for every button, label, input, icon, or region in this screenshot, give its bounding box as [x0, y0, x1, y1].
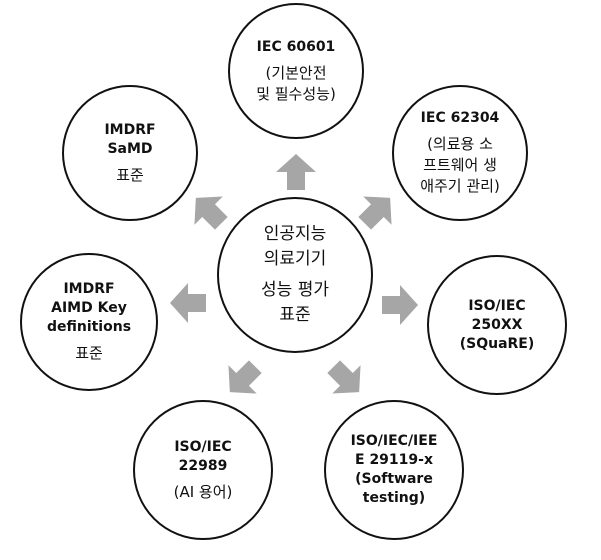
node-iso-250xx: ISO/IEC 250XX (SQuaRE)	[427, 255, 567, 395]
node-iec-60601-title: IEC 60601	[256, 38, 336, 55]
center-line-2: 의료기기	[263, 249, 327, 269]
arrow-to-iso-250xx	[382, 285, 418, 325]
node-imdrf-samd-desc: 표준	[116, 165, 144, 184]
arrow-to-iec-60601	[276, 154, 316, 190]
arrow-to-imdrf-aimd	[170, 283, 206, 323]
node-iec-60601-desc-2: 및 필수성능)	[256, 84, 336, 103]
node-iec-62304-desc-3: 애주기 관리)	[420, 177, 500, 195]
node-iso-29119: ISO/IEC/IEE E 29119-x (Software testing)	[324, 400, 464, 540]
node-iso-29119-title-3: (Software	[355, 471, 433, 487]
arrow-to-iec-62304	[358, 196, 392, 230]
node-iso-29119-title-1: ISO/IEC/IEE	[350, 433, 438, 449]
node-iec-62304-title: IEC 62304	[420, 110, 500, 126]
arrow-to-iso-22989	[228, 360, 262, 394]
node-iso-250xx-title-1: ISO/IEC	[468, 297, 526, 314]
center-node: 인공지능 의료기기 성능 평가 표준	[217, 197, 373, 353]
node-iso-250xx-title-2: 250XX	[471, 316, 523, 333]
node-imdrf-aimd: IMDRF AIMD Key definitions 표준	[20, 253, 158, 391]
node-iso-22989-desc: (AI 용어)	[173, 482, 233, 501]
node-imdrf-samd-title-2: SaMD	[107, 140, 153, 157]
node-imdrf-aimd-title-3: definitions	[46, 319, 132, 335]
node-iso-250xx-title-3: (SQuaRE)	[459, 335, 535, 352]
node-iso-22989-title-1: ISO/IEC	[174, 438, 232, 455]
node-iec-60601: IEC 60601 (기본안전 및 필수성능)	[228, 3, 364, 139]
node-imdrf-aimd-title-2: AIMD Key	[51, 300, 127, 316]
arrow-to-iso-29119	[327, 360, 361, 394]
node-imdrf-samd: IMDRF SaMD 표준	[62, 85, 198, 221]
node-iso-22989: ISO/IEC 22989 (AI 용어)	[133, 400, 273, 540]
node-imdrf-aimd-desc: 표준	[75, 344, 103, 362]
node-iso-29119-title-2: E 29119-x	[355, 452, 433, 468]
node-iec-62304-desc-1: (의료용 소	[427, 135, 493, 153]
node-iec-60601-desc-1: (기본안전	[265, 63, 327, 82]
node-iec-62304: IEC 62304 (의료용 소 프트웨어 생 애주기 관리)	[392, 85, 528, 221]
node-imdrf-samd-title-1: IMDRF	[104, 121, 156, 138]
center-line-3: 성능 평가	[261, 280, 329, 300]
center-line-1: 인공지능	[263, 224, 327, 244]
node-iec-62304-desc-2: 프트웨어 생	[423, 156, 497, 174]
node-iso-22989-title-2: 22989	[178, 457, 228, 474]
arrow-to-imdrf-samd	[194, 196, 228, 230]
node-imdrf-aimd-title-1: IMDRF	[63, 281, 115, 297]
node-iso-29119-title-4: testing)	[362, 490, 426, 506]
center-line-4: 표준	[279, 305, 311, 325]
